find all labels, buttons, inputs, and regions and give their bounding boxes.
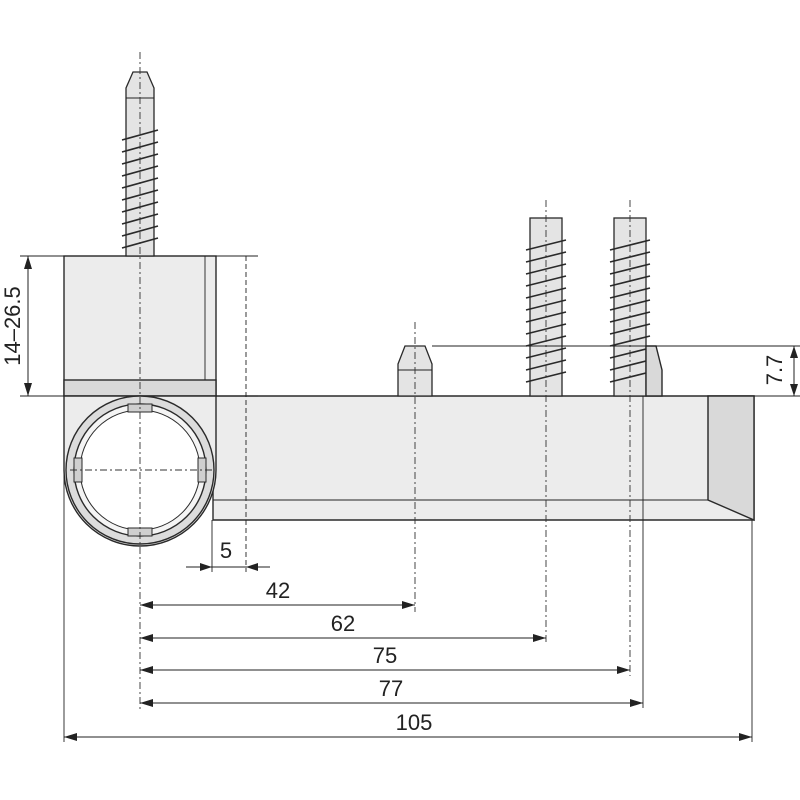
extension-lines <box>20 255 800 742</box>
dimension-105: 105 <box>64 710 752 741</box>
dimension-height-range: 14–26.5 <box>0 256 32 396</box>
plate-screw-2 <box>609 217 663 397</box>
dimension-42-label: 42 <box>266 578 290 603</box>
dimension-pin-height: 7.7 <box>762 346 798 396</box>
dimension-62-label: 62 <box>331 611 355 636</box>
dimension-75-label: 75 <box>373 643 397 668</box>
dimension-62: 62 <box>140 611 546 642</box>
center-lines <box>70 52 631 710</box>
dimension-5: 5 <box>186 538 270 571</box>
dimension-105-label: 105 <box>396 710 433 735</box>
dimension-77-label: 77 <box>379 676 403 701</box>
dimension-height-range-label: 14–26.5 <box>0 286 25 366</box>
dimension-pin-height-label: 7.7 <box>762 355 787 386</box>
dimension-5-label: 5 <box>220 538 232 563</box>
dimension-42: 42 <box>140 578 415 609</box>
dimension-77: 77 <box>140 676 643 707</box>
dimension-75: 75 <box>140 643 630 674</box>
hinge-plate <box>212 395 755 522</box>
